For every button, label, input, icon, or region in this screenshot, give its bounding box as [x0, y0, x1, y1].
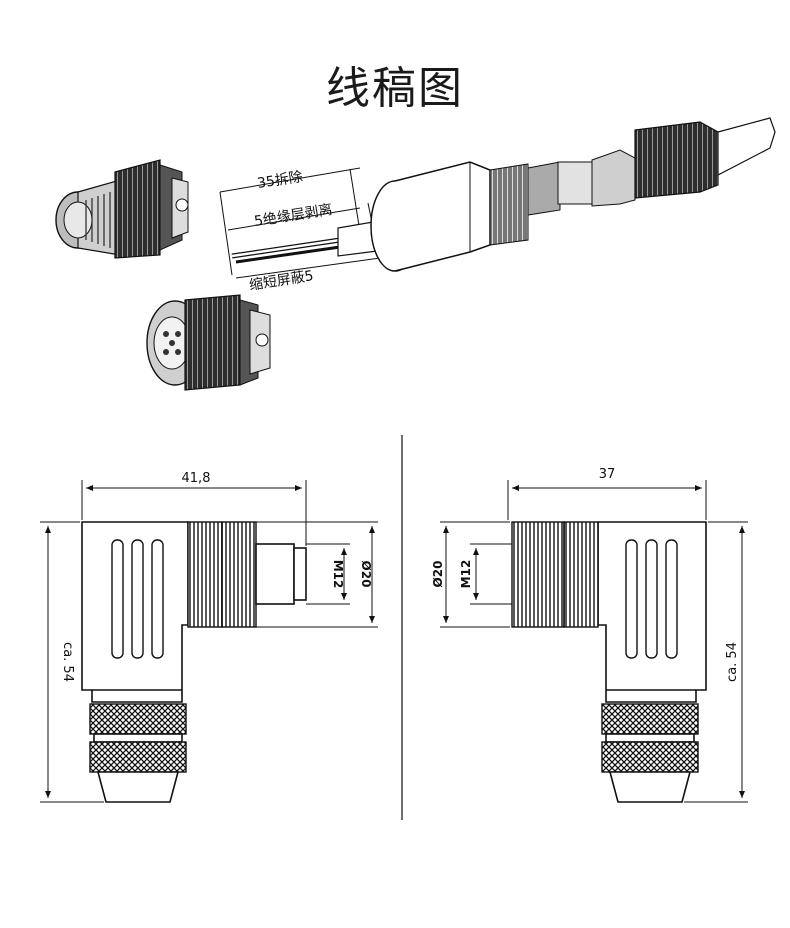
right-angled-connector-drawing: [511, 521, 707, 803]
right-dimension-lines: [440, 480, 748, 803]
page-title: 线稿图: [326, 63, 464, 114]
left-width-dimension: 41,8: [182, 471, 211, 486]
dimension-drawings: 41,8 ca. 54 M12 Ø20: [40, 435, 748, 820]
left-height-dimension: ca. 54: [60, 642, 75, 682]
right-width-dimension: 37: [599, 467, 616, 482]
right-height-dimension: ca. 54: [725, 642, 740, 682]
male-connector-drawing: [55, 159, 189, 259]
strip-length-label: 35拆除: [256, 169, 304, 192]
female-connector-drawing: [146, 294, 271, 391]
shield-shorten-label: 缩短屏蔽5: [248, 268, 315, 294]
right-diameter-dimension: Ø20: [431, 561, 445, 588]
insulation-strip-label: 5绝缘层剥离: [253, 201, 334, 230]
left-angled-connector-drawing: [81, 521, 307, 803]
left-dimension-lines: [40, 480, 378, 803]
right-thread-dimension: M12: [459, 560, 473, 589]
assembly-illustration: 35拆除 5绝缘层剥离 缩短屏蔽5: [55, 117, 776, 391]
left-thread-dimension: M12: [331, 560, 345, 589]
left-diameter-dimension: Ø20: [359, 561, 373, 588]
connector-housing-drawing: [370, 117, 776, 272]
